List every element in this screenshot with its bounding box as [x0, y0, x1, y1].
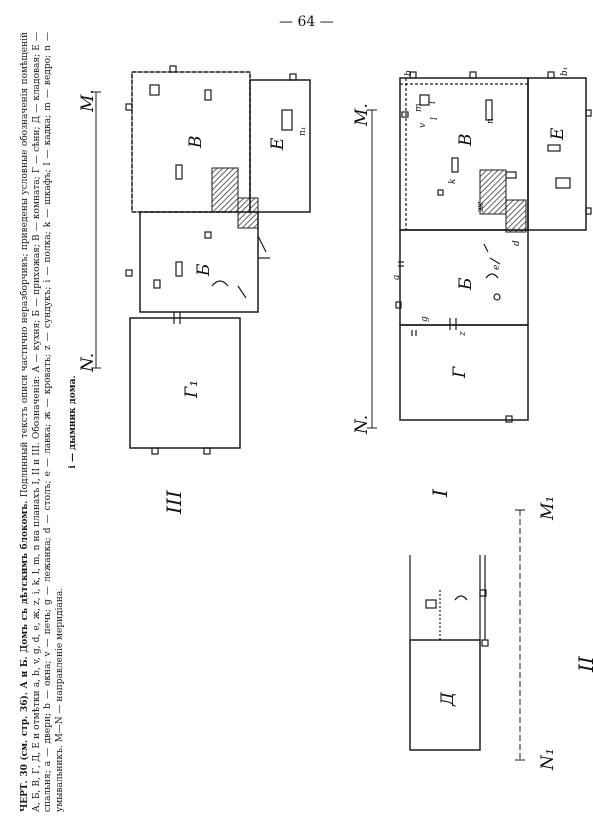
- mark-d: d: [512, 240, 522, 246]
- plan-2-room-letter-d: Д: [438, 692, 458, 706]
- mark-n1: n₁: [298, 126, 308, 136]
- plan-1-room-e: [527, 77, 587, 231]
- plan-3-room-letter-b: Б: [194, 263, 214, 277]
- plan-3-room-b: [139, 211, 259, 313]
- mark-e: e: [492, 264, 502, 270]
- plan-1-room-letter-b: Б: [456, 277, 476, 291]
- caption-footer: і — дымник дома.: [68, 375, 78, 469]
- mark-z: z: [458, 331, 468, 336]
- plan-1-room-letter-v: В: [456, 133, 476, 147]
- mark-g: g: [420, 316, 430, 322]
- page-number: — 64 —: [279, 14, 334, 30]
- plan-3-room-letter-v: В: [186, 135, 206, 149]
- plan-2: [409, 509, 525, 761]
- plan-2-label: II: [574, 656, 593, 672]
- plan-1-stove: [479, 169, 507, 215]
- plan-1-compass-m: M.: [352, 103, 372, 126]
- mark-l: l: [430, 117, 440, 120]
- mark-zh: ж: [476, 201, 486, 212]
- plan-3-label: III: [162, 490, 186, 514]
- plan-2-room-d: [409, 639, 481, 751]
- mark-a: a: [392, 274, 402, 280]
- plan-1: [367, 71, 592, 429]
- figure-caption: ЧЕРТ. 30 (см. стр. 36). А и Б. Домъ съ д…: [20, 32, 80, 812]
- plan-1-compass-n: N.: [352, 414, 372, 434]
- caption-title: ЧЕРТ. 30 (см. стр. 36). А и Б. Домъ съ д…: [20, 500, 30, 812]
- plan-3: [91, 65, 311, 455]
- mark-b1: b₁: [560, 66, 570, 76]
- mark-i: i: [428, 101, 438, 104]
- plan-2-compass-m: M₁: [538, 495, 558, 520]
- plan-1-room-letter-g: Г: [450, 366, 470, 378]
- plan-3-room-letter-g1: Г₁: [182, 379, 202, 398]
- plan-3-compass-n: N.: [78, 352, 98, 372]
- plan-1-room-letter-e: Е: [548, 127, 568, 140]
- plan-3-compass-m: M.: [78, 89, 98, 112]
- mark-m: m: [414, 103, 424, 112]
- plan-1-label: I: [428, 489, 452, 497]
- plan-3-room-letter-e: Е: [268, 137, 288, 150]
- plan-3-stove: [211, 167, 239, 213]
- mark-n: n: [486, 118, 496, 124]
- mark-b: b: [404, 70, 414, 76]
- plan-3-room-e: [249, 79, 311, 213]
- mark-v: v: [418, 122, 428, 128]
- plan-1-room-g: [399, 324, 529, 421]
- mark-k: k: [448, 178, 458, 184]
- plan-2-compass-n: N₁: [538, 748, 558, 770]
- plan-3-room-g1: [129, 317, 241, 449]
